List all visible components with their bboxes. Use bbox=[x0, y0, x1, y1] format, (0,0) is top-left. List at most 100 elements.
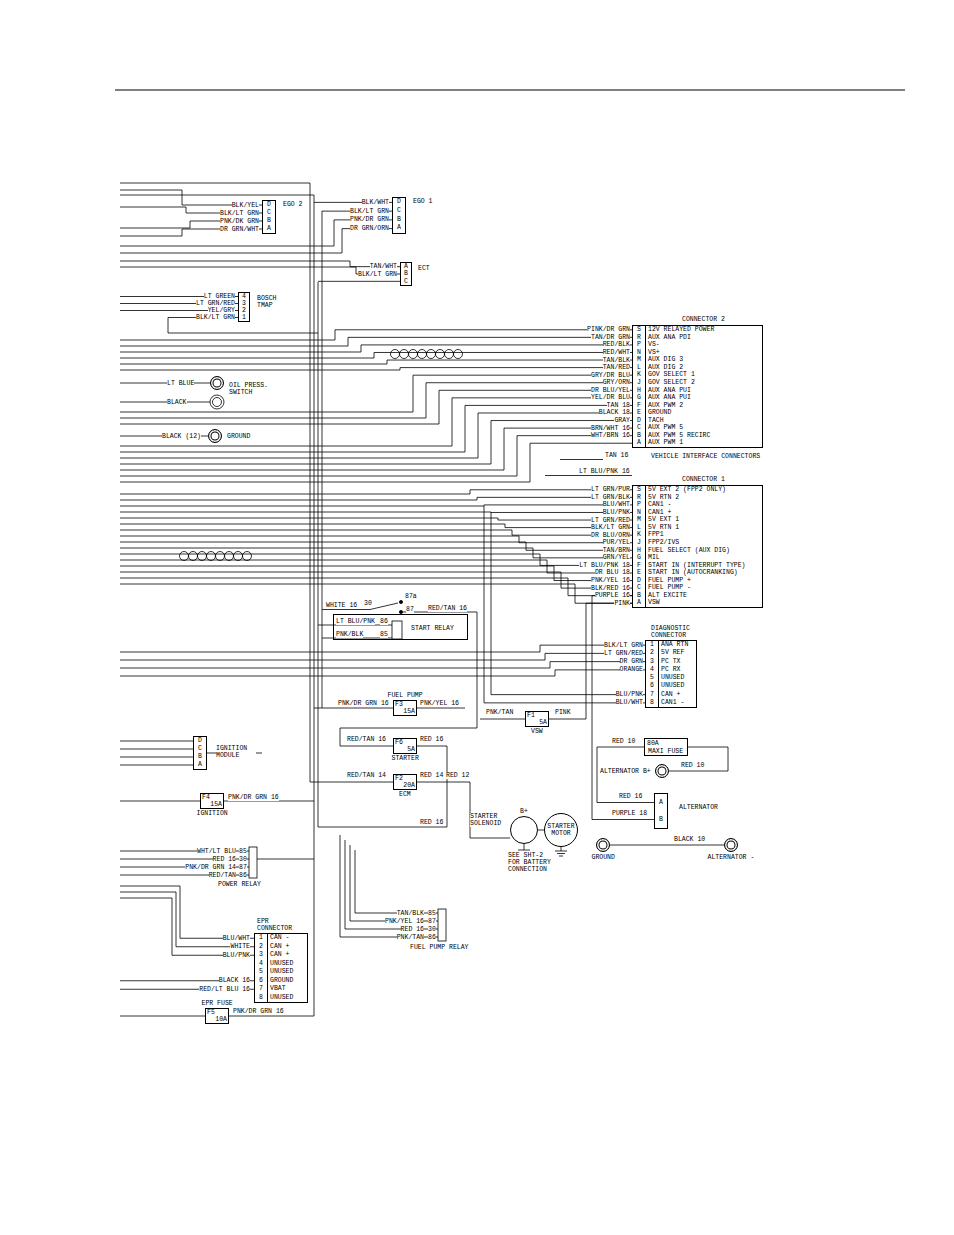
pin-letter: L bbox=[633, 364, 645, 372]
pin-function: CAN1 - bbox=[661, 699, 684, 707]
wire-label: PINK bbox=[614, 600, 630, 607]
pin-function: PC RX bbox=[661, 666, 681, 674]
pin-function: START IN (INTERRUPT TYPE) bbox=[648, 562, 746, 570]
wire bbox=[318, 281, 400, 282]
wire-label: BLK/LT GRN bbox=[604, 642, 643, 649]
pin-letter: B bbox=[633, 432, 645, 440]
wire-label: PNK/YEL 16 bbox=[420, 700, 459, 707]
column-divider bbox=[645, 486, 646, 607]
wire-label: 85 bbox=[428, 910, 436, 917]
fuse-number: F5 bbox=[207, 1009, 215, 1016]
terminal-label: GROUND bbox=[227, 433, 250, 440]
pin-function: 5V EXT 2 (FPP2 ONLY) bbox=[648, 486, 726, 494]
wire bbox=[120, 757, 193, 758]
wire-label: 87a bbox=[405, 593, 417, 600]
pin-function: AUX DIG 2 bbox=[648, 364, 683, 372]
pin-letter: C bbox=[393, 207, 405, 216]
component-box: 80AMAXI FUSE bbox=[644, 738, 688, 756]
wire-label: RED 14 bbox=[420, 772, 443, 779]
wire bbox=[318, 625, 392, 626]
wire-label: BLU/WHT bbox=[603, 501, 630, 508]
pin-letter: M bbox=[633, 516, 645, 524]
fuse-rating: 10A bbox=[215, 1016, 227, 1023]
pin-function: 5V RTN 2 bbox=[648, 494, 679, 502]
wire-label: BLK/LT GRN bbox=[358, 271, 397, 278]
fuse-rating: 5A bbox=[407, 746, 415, 753]
pin-letter: C bbox=[401, 278, 411, 285]
wire-label: BLU/PNK bbox=[603, 509, 630, 516]
wire-label: BRN/WHT 16 bbox=[591, 425, 630, 432]
wire bbox=[120, 548, 632, 558]
terminal-circle: B+STARTER SOLENOID bbox=[510, 816, 538, 844]
connector-table: S5V EXT 2 (FPP2 ONLY)R5V RTN 2PCAN1 -NCA… bbox=[632, 485, 763, 608]
wire bbox=[120, 183, 393, 782]
wire bbox=[120, 428, 632, 470]
fuse-name: FUEL PUMP bbox=[388, 692, 423, 699]
wire-label: LT GRN/RED bbox=[196, 300, 235, 307]
pin-letter: 1 bbox=[646, 641, 658, 649]
wire-label: BLU/PNK bbox=[223, 952, 250, 959]
pin-letter: 7 bbox=[646, 691, 658, 699]
wire bbox=[120, 390, 632, 424]
pin-letter: A bbox=[655, 794, 667, 811]
pin-letter: 6 bbox=[255, 977, 267, 986]
pin-function: AUX ANA PDI bbox=[648, 334, 691, 342]
pin-letter: 3 bbox=[255, 951, 267, 960]
component-name: IGNITION MODULE bbox=[216, 745, 256, 759]
connector-pins: ABALTERNATOR bbox=[654, 793, 668, 829]
pin-function: CAN1 + bbox=[648, 509, 671, 517]
pin-function: FUEL PUMP + bbox=[648, 577, 691, 585]
pin-letter: N bbox=[633, 349, 645, 357]
connector-pins: ABCECT bbox=[400, 262, 412, 286]
fuse-rating: 15A bbox=[210, 801, 222, 808]
wire bbox=[491, 512, 645, 695]
wire bbox=[120, 330, 632, 340]
wire bbox=[120, 765, 193, 766]
pin-letter: A bbox=[194, 761, 206, 769]
connector-table: 1CAN -2CAN +3CAN +4UNUSED5UNUSED6GROUND7… bbox=[254, 933, 308, 1003]
terminal-label: STARTER MOTOR bbox=[547, 823, 575, 837]
pin-letter: J bbox=[633, 539, 645, 547]
connector-table: 1ANA RTN25V REF3PC TX4PC RX5UNUSED6UNUSE… bbox=[645, 640, 697, 708]
fuse: F315AFUEL PUMP bbox=[393, 700, 417, 716]
pin-letter: 3 bbox=[239, 300, 249, 307]
wire-label: BLACK 16 bbox=[219, 977, 250, 984]
wire-label: PINK/DR GRN bbox=[587, 326, 630, 333]
pin-letter: 1 bbox=[239, 314, 249, 321]
pin-letter: L bbox=[633, 524, 645, 532]
pin-function: GOV SELECT 2 bbox=[648, 379, 695, 387]
wire-label: 85 bbox=[239, 848, 247, 855]
pin-letter: A bbox=[263, 225, 275, 233]
wire bbox=[120, 530, 632, 535]
pin-letter: 3 bbox=[646, 658, 658, 666]
pin-function: UNUSED bbox=[270, 960, 293, 969]
wire-label: 30 bbox=[428, 926, 436, 933]
pin-letter: D bbox=[633, 417, 645, 425]
wire bbox=[340, 835, 438, 937]
wire bbox=[120, 436, 632, 476]
twisted-pair bbox=[180, 350, 463, 561]
wire-label: PNK/DR GRN bbox=[350, 216, 389, 223]
wire-label: PNK/DR GRN 14 bbox=[185, 864, 236, 871]
wire bbox=[120, 261, 400, 267]
ground-symbol bbox=[555, 847, 567, 856]
pin-letter: B bbox=[633, 592, 645, 600]
wire-label: 86 bbox=[239, 872, 247, 879]
wire bbox=[120, 368, 632, 370]
pin-function: FUEL PUMP - bbox=[648, 584, 691, 592]
wire bbox=[560, 459, 603, 460]
power-relay-symbol bbox=[249, 847, 257, 878]
pin-function: UNUSED bbox=[270, 968, 293, 977]
wire-label: SEE SHT-2 FOR BATTERY CONNECTION bbox=[508, 852, 556, 873]
pin-function: 5V EXT 1 bbox=[648, 516, 679, 524]
wire bbox=[120, 375, 632, 412]
wire bbox=[120, 645, 645, 652]
pin-letter: J bbox=[633, 379, 645, 387]
fuse: F65ASTARTER bbox=[393, 738, 417, 754]
wire-label: RED/TAN bbox=[209, 872, 236, 879]
fuse-rating: 15A bbox=[403, 708, 415, 715]
connector-heading: CONNECTOR 2 bbox=[682, 316, 725, 323]
wire bbox=[480, 719, 525, 720]
connector-pins: DCBAEGO 1 bbox=[392, 197, 406, 234]
